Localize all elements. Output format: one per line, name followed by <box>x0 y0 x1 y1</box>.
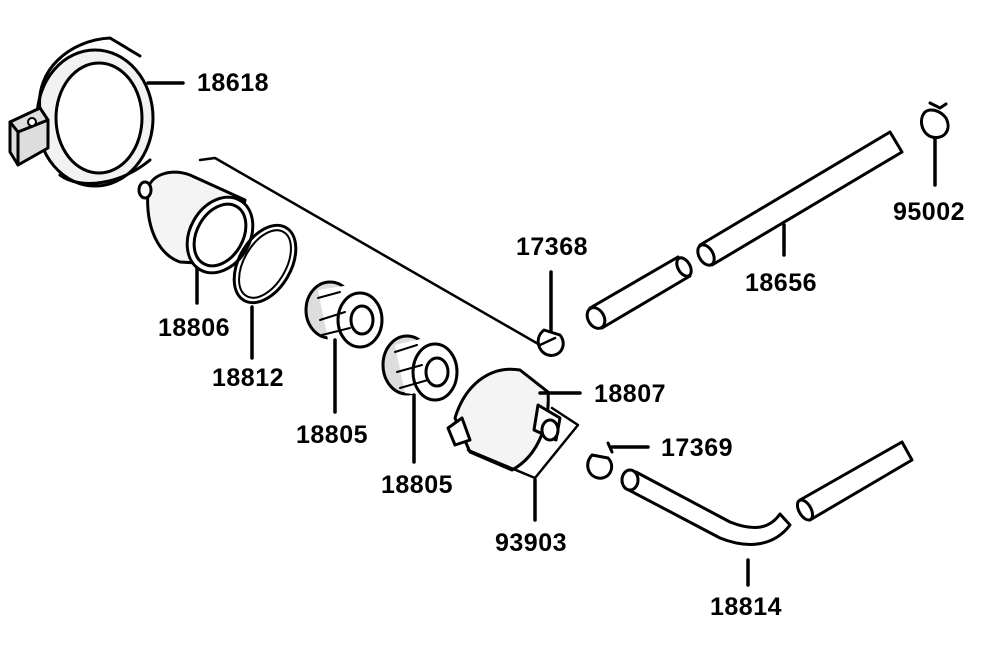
leader-lines <box>146 81 937 587</box>
part-number-18806: 18806 <box>158 314 231 342</box>
clip-17368 <box>536 328 565 357</box>
housing-cap-18806 <box>137 170 255 275</box>
housing-body-18807 <box>446 367 562 472</box>
part-number-17369: 17369 <box>661 434 734 462</box>
part-number-18805-b: 18805 <box>381 471 454 499</box>
hose-18656 <box>585 130 904 330</box>
part-number-18812: 18812 <box>212 364 285 392</box>
part-number-18656: 18656 <box>745 269 818 297</box>
filter-element-1 <box>304 280 384 349</box>
part-number-93903: 93903 <box>495 529 568 557</box>
part-number-18807: 18807 <box>594 380 667 408</box>
o-ring-18812 <box>232 223 298 305</box>
part-number-95002: 95002 <box>893 198 966 226</box>
clip-95002 <box>920 101 950 140</box>
part-number-18814: 18814 <box>710 593 783 621</box>
part-number-18618: 18618 <box>197 69 270 97</box>
hose-18814 <box>620 440 914 546</box>
filter-element-2 <box>381 334 459 402</box>
part-number-18805-a: 18805 <box>296 421 369 449</box>
part-number-17368: 17368 <box>516 233 589 261</box>
clamp-band <box>8 36 155 188</box>
clip-17369 <box>586 453 614 480</box>
